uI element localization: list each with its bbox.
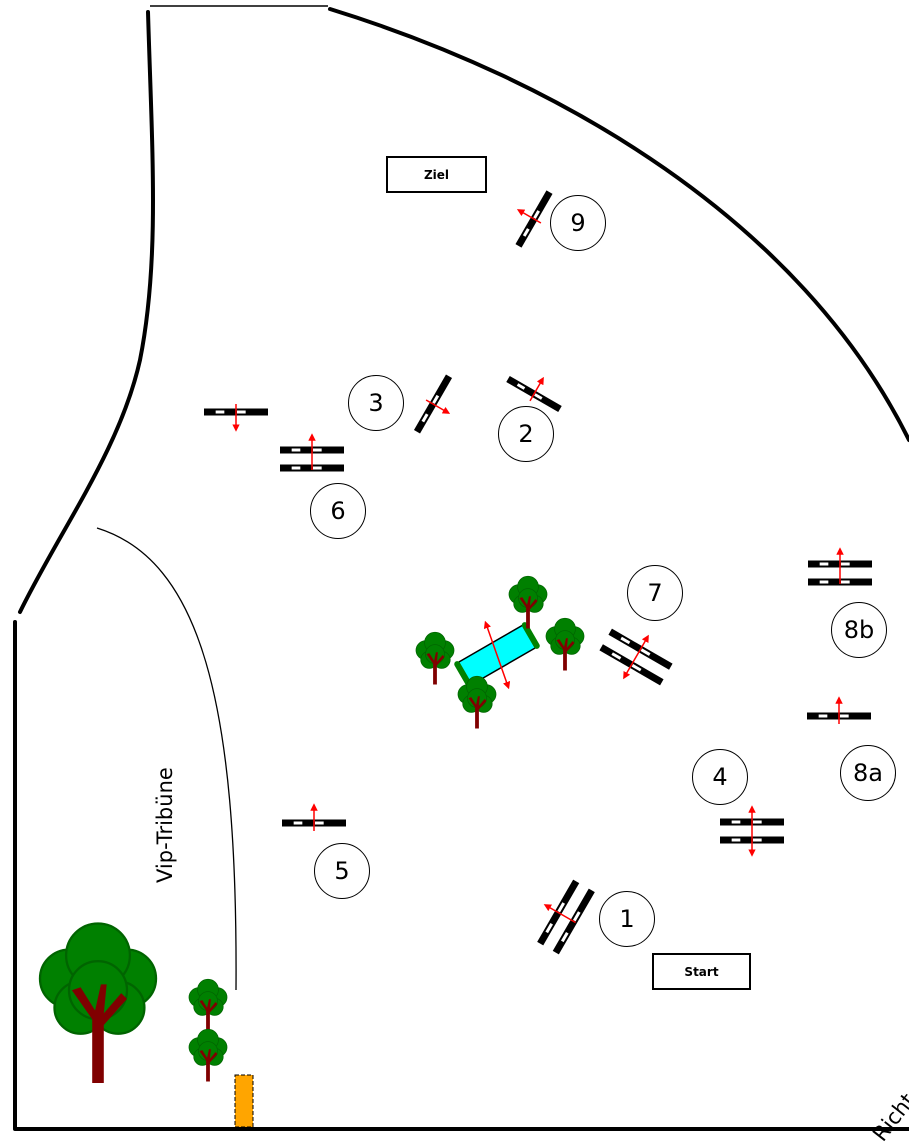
tribune-label: Vip-Tribüne [153, 767, 177, 883]
obstacle-number-7: 7 [627, 565, 683, 621]
obstacle-number-8b: 8b [831, 602, 887, 658]
tribune-line [96, 527, 237, 991]
ziel-label: Ziel [386, 156, 487, 193]
right-curved-wall [328, 7, 909, 442]
arena-boundary [13, 7, 909, 1131]
obstacle-number-6: 6 [310, 483, 366, 539]
tree-water-2 [545, 617, 585, 671]
fence-9 [515, 190, 553, 248]
obstacle-number-8a: 8a [840, 745, 896, 801]
fence-extra [204, 404, 268, 432]
tree-water-4 [457, 675, 497, 729]
fence-8a [807, 696, 871, 724]
obstacle-number-3: 3 [348, 375, 404, 431]
obstacle-number-2: 2 [498, 406, 554, 462]
tree-water-1 [508, 575, 548, 629]
fence-6 [280, 433, 344, 472]
tree-small-1 [188, 978, 228, 1032]
fence-8b [808, 547, 872, 586]
start-label: Start [652, 953, 751, 990]
tree-small-2 [188, 1028, 228, 1082]
fence-3 [413, 374, 453, 434]
left-upper-wall [18, 10, 155, 614]
water-obstacle [454, 620, 540, 690]
obstacle-number-5: 5 [314, 843, 370, 899]
tree-large [38, 922, 158, 1083]
fence-obstacles [204, 190, 872, 955]
trees [38, 575, 585, 1083]
obstacle-number-4: 4 [692, 749, 748, 805]
obstacle-number-9: 9 [550, 195, 606, 251]
fence-5 [282, 803, 346, 831]
fence-2 [506, 375, 562, 413]
fence-7 [599, 628, 673, 686]
fence-1 [537, 879, 595, 955]
obstacle-number-1: 1 [599, 891, 655, 947]
tree-water-3 [415, 631, 455, 685]
fence-4 [720, 805, 784, 857]
orange-marker [234, 1074, 254, 1128]
